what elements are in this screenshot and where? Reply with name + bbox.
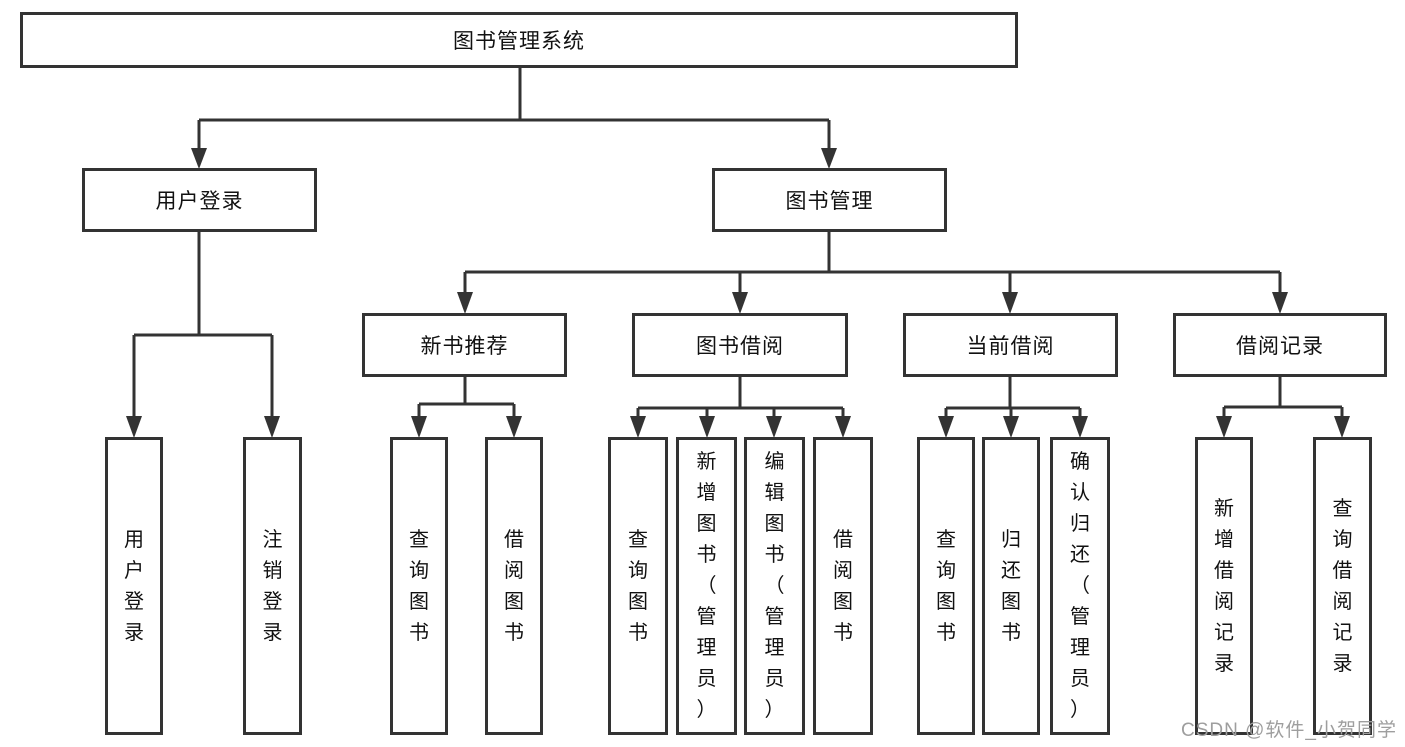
node-new-book-recommend: 新书推荐 xyxy=(362,313,567,377)
leaf-borrow-books-1: 借阅图书 xyxy=(485,437,543,735)
leaf-confirm-return-admin: 确认归还（管理员） xyxy=(1050,437,1110,735)
leaf-return-books: 归还图书 xyxy=(982,437,1040,735)
node-current-borrow: 当前借阅 xyxy=(903,313,1118,377)
leaf-borrow-books-2: 借阅图书 xyxy=(813,437,873,735)
leaf-query-books-2: 查询图书 xyxy=(608,437,668,735)
leaf-logout: 注销登录 xyxy=(243,437,302,735)
leaf-query-books-3: 查询图书 xyxy=(917,437,975,735)
leaf-edit-books-admin: 编辑图书（管理员） xyxy=(744,437,805,735)
leaf-query-borrow-record: 查询借阅记录 xyxy=(1313,437,1372,735)
node-user-login: 用户登录 xyxy=(82,168,317,232)
leaf-user-login: 用户登录 xyxy=(105,437,163,735)
node-book-management: 图书管理 xyxy=(712,168,947,232)
node-root: 图书管理系统 xyxy=(20,12,1018,68)
node-borrow-records: 借阅记录 xyxy=(1173,313,1387,377)
csdn-watermark: CSDN @软件_小贺同学 xyxy=(1181,720,1397,741)
node-book-borrow: 图书借阅 xyxy=(632,313,848,377)
leaf-query-books-1: 查询图书 xyxy=(390,437,448,735)
leaf-add-borrow-record: 新增借阅记录 xyxy=(1195,437,1253,735)
leaf-add-books-admin: 新增图书（管理员） xyxy=(676,437,737,735)
